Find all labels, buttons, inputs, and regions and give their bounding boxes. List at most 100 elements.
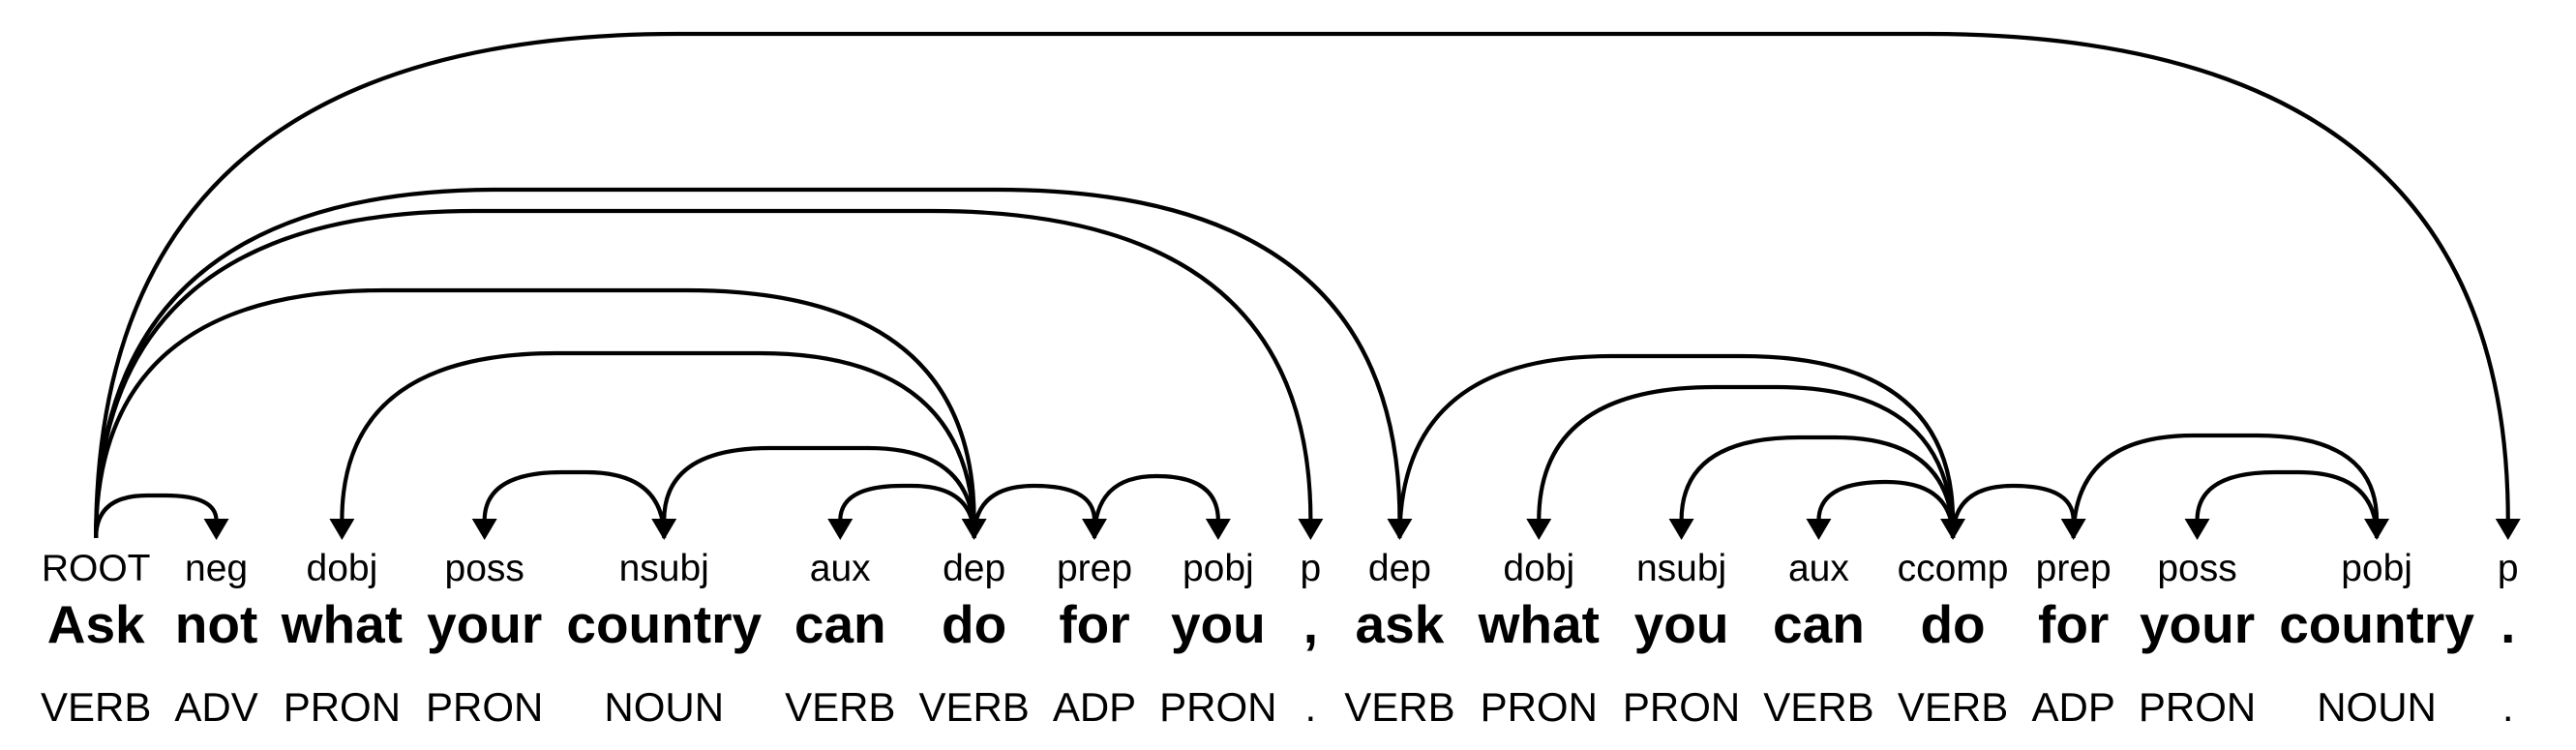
token-word: Ask — [46, 594, 145, 654]
arrow-head-aux — [1806, 519, 1832, 540]
arc-dep — [94, 287, 976, 539]
dependency-label: aux — [1787, 548, 1849, 589]
arrow-head-nsubj — [1668, 519, 1694, 540]
token-15-for: prep for ADP — [2032, 546, 2115, 732]
pos-tag: VERB — [918, 684, 1030, 730]
arc-nsubj — [1679, 435, 1956, 539]
token-11-what: dobj what PRON — [1479, 546, 1600, 732]
token-6-do: dep do VERB — [918, 546, 1029, 732]
token-12-you: nsubj you PRON — [1623, 546, 1740, 732]
dependency-label: nsubj — [1635, 548, 1727, 589]
pos-tag: PRON — [2138, 684, 2257, 730]
token-word: . — [2501, 594, 2516, 654]
arrow-head-neg — [203, 519, 229, 540]
arrow-head-aux — [827, 519, 854, 540]
dependency-label: dep — [1367, 548, 1431, 589]
dependency-label: poss — [2157, 548, 2237, 589]
arrow-head-dobj — [1526, 519, 1552, 540]
pos-tag: VERB — [1763, 684, 1874, 730]
arrow-head-nsubj — [651, 519, 677, 540]
pos-tag: ADV — [174, 684, 258, 730]
arc-dobj — [1537, 384, 1956, 539]
pos-tag: NOUN — [2317, 684, 2437, 730]
arrow-head-poss — [471, 519, 497, 540]
arrow-head-p — [2495, 519, 2521, 540]
dependency-label: p — [1300, 548, 1322, 589]
pos-tag: PRON — [1480, 684, 1598, 730]
token-word: you — [1633, 594, 1729, 654]
arc-aux — [838, 483, 976, 539]
token-word: what — [281, 594, 404, 654]
token-2-what: dobj what PRON — [282, 546, 403, 732]
pos-tag: PRON — [1622, 684, 1741, 730]
pos-tag: VERB — [1344, 684, 1455, 730]
token-10-ask: dep ask VERB — [1344, 546, 1454, 732]
arc-p — [94, 31, 2510, 539]
arrow-head-dep — [961, 519, 987, 540]
token-word: can — [794, 594, 886, 654]
dependency-label: p — [2497, 548, 2519, 589]
pos-tag: . — [1304, 684, 1317, 730]
pos-tag: VERB — [1897, 684, 2009, 730]
token-3-your: poss your PRON — [426, 546, 543, 732]
dependency-label: pobj — [1182, 548, 1254, 589]
dependency-label: pobj — [2341, 548, 2412, 589]
pos-tag: PRON — [1159, 684, 1277, 730]
arrow-head-ccomp — [1940, 519, 1966, 540]
arc-neg — [94, 493, 219, 539]
pos-tag: PRON — [283, 684, 402, 730]
arrow-head-p — [1298, 519, 1324, 540]
token-8-you: pobj you PRON — [1159, 546, 1276, 732]
pos-tag: VERB — [41, 684, 152, 730]
pos-tag: ADP — [1052, 684, 1137, 730]
dependency-label: ccomp — [1897, 548, 2009, 589]
dependency-label: prep — [2035, 548, 2112, 589]
token-word: do — [1920, 594, 1986, 654]
token-word: do — [942, 594, 1007, 654]
arc-aux — [1816, 479, 1956, 539]
dependency-label: prep — [1056, 548, 1133, 589]
dependency-label: nsubj — [618, 548, 709, 589]
token-word: country — [566, 594, 763, 654]
token-word: country — [2279, 594, 2474, 654]
arc-prep — [972, 483, 1097, 539]
dependency-label: dobj — [306, 548, 378, 589]
token-word: your — [2139, 594, 2256, 654]
arrow-head-dobj — [329, 519, 355, 540]
dependency-label: ROOT — [41, 548, 151, 589]
token-word: for — [1059, 594, 1130, 654]
pos-tag: VERB — [785, 684, 896, 730]
arc-ccomp — [1397, 353, 1956, 539]
token-word: , — [1303, 594, 1319, 654]
token-word: your — [427, 594, 543, 654]
arc-poss — [2195, 469, 2380, 539]
arc-dobj — [340, 350, 976, 539]
token-13-can: aux can VERB — [1763, 546, 1873, 732]
arrow-head-prep — [2060, 519, 2086, 540]
arc-poss — [482, 469, 667, 539]
pos-tag: . — [2501, 684, 2514, 730]
token-17-country: pobj country NOUN — [2279, 546, 2474, 732]
arrow-head-poss — [2184, 519, 2210, 540]
arrow-head-pobj — [2364, 519, 2390, 540]
token-9-punct: p , . — [1301, 546, 1322, 732]
dependency-label: neg — [185, 548, 249, 589]
dependency-label: dobj — [1503, 548, 1575, 589]
pos-tag: NOUN — [604, 684, 725, 730]
token-0-Ask: ROOT Ask VERB — [41, 546, 151, 732]
token-4-country: nsubj country NOUN — [566, 546, 762, 732]
token-7-for: prep for ADP — [1053, 546, 1136, 732]
arrow-head-dep — [1387, 519, 1413, 540]
pos-tag: PRON — [426, 684, 544, 730]
arc-pobj — [1092, 473, 1220, 539]
token-word: ask — [1355, 594, 1445, 654]
arc-pobj — [2071, 433, 2380, 539]
dependency-label: dep — [943, 548, 1006, 589]
pos-tag: ADP — [2031, 684, 2115, 730]
token-14-do: ccomp do VERB — [1898, 546, 2009, 732]
arc-nsubj — [662, 445, 976, 539]
token-word: not — [174, 594, 258, 654]
token-5-can: aux can VERB — [785, 546, 895, 732]
token-1-not: neg not ADV — [174, 546, 257, 732]
